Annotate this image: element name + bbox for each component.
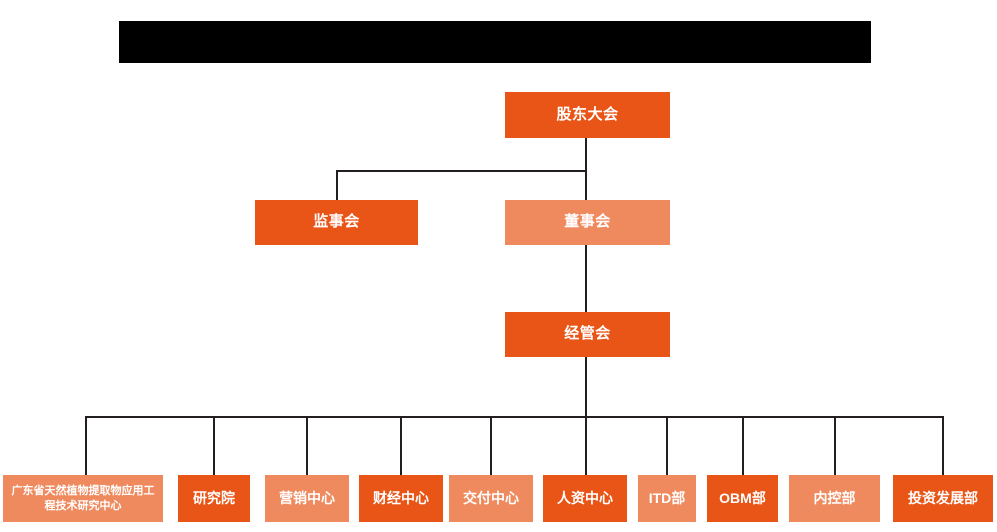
org-node-label: ITD部	[648, 490, 686, 507]
org-node-dept-10[interactable]: 投资发展部	[893, 475, 993, 522]
org-node-board-of-directors[interactable]: 董事会	[505, 200, 670, 245]
org-node-label: OBM部	[719, 490, 766, 507]
org-node-dept-8[interactable]: OBM部	[707, 475, 778, 522]
org-node-label: 财经中心	[373, 490, 429, 507]
org-node-dept-7[interactable]: ITD部	[638, 475, 696, 522]
org-node-dept-6[interactable]: 人资中心	[543, 475, 627, 522]
connector-to-dept-3	[306, 416, 308, 475]
org-node-label: 内控部	[813, 490, 856, 507]
org-node-label: 广东省天然植物提取物应用工程技术研究中心	[11, 485, 155, 512]
org-node-dept-1[interactable]: 广东省天然植物提取物应用工程技术研究中心	[3, 475, 163, 522]
connector-to-dept-5	[490, 416, 492, 475]
connector-management-down	[585, 357, 587, 418]
connector-level2-bus	[336, 170, 587, 172]
org-node-label: 投资发展部	[908, 490, 978, 507]
org-node-management-committee[interactable]: 经管会	[505, 312, 670, 357]
org-node-label: 董事会	[564, 213, 611, 231]
org-node-dept-4[interactable]: 财经中心	[359, 475, 443, 522]
connector-to-board	[585, 170, 587, 201]
org-node-label: 经管会	[564, 325, 611, 343]
connector-to-dept-8	[742, 416, 744, 475]
connector-departments-bus	[85, 416, 944, 418]
org-node-label: 股东大会	[556, 105, 619, 123]
org-node-supervisory-board[interactable]: 监事会	[255, 200, 418, 245]
connector-shareholders-down	[585, 138, 587, 171]
connector-to-dept-2	[213, 416, 215, 475]
connector-to-dept-4	[400, 416, 402, 475]
connector-to-dept-10	[942, 416, 944, 475]
org-node-dept-5[interactable]: 交付中心	[449, 475, 533, 522]
org-node-label: 交付中心	[463, 490, 519, 507]
org-node-label: 研究院	[193, 490, 235, 507]
org-node-label: 监事会	[313, 213, 360, 231]
connector-to-supervisory	[336, 170, 338, 201]
redacted-title-bar	[119, 21, 871, 63]
org-node-label: 人资中心	[557, 490, 613, 507]
org-node-dept-9[interactable]: 内控部	[789, 475, 880, 522]
connector-to-dept-6	[585, 416, 587, 475]
connector-to-dept-1	[85, 416, 87, 475]
connector-to-dept-9	[834, 416, 836, 475]
org-node-label: 营销中心	[279, 490, 335, 507]
org-node-dept-2[interactable]: 研究院	[178, 475, 250, 522]
connector-board-to-management	[585, 245, 587, 313]
org-node-dept-3[interactable]: 营销中心	[265, 475, 349, 522]
org-node-shareholders[interactable]: 股东大会	[505, 92, 670, 138]
connector-to-dept-7	[666, 416, 668, 475]
